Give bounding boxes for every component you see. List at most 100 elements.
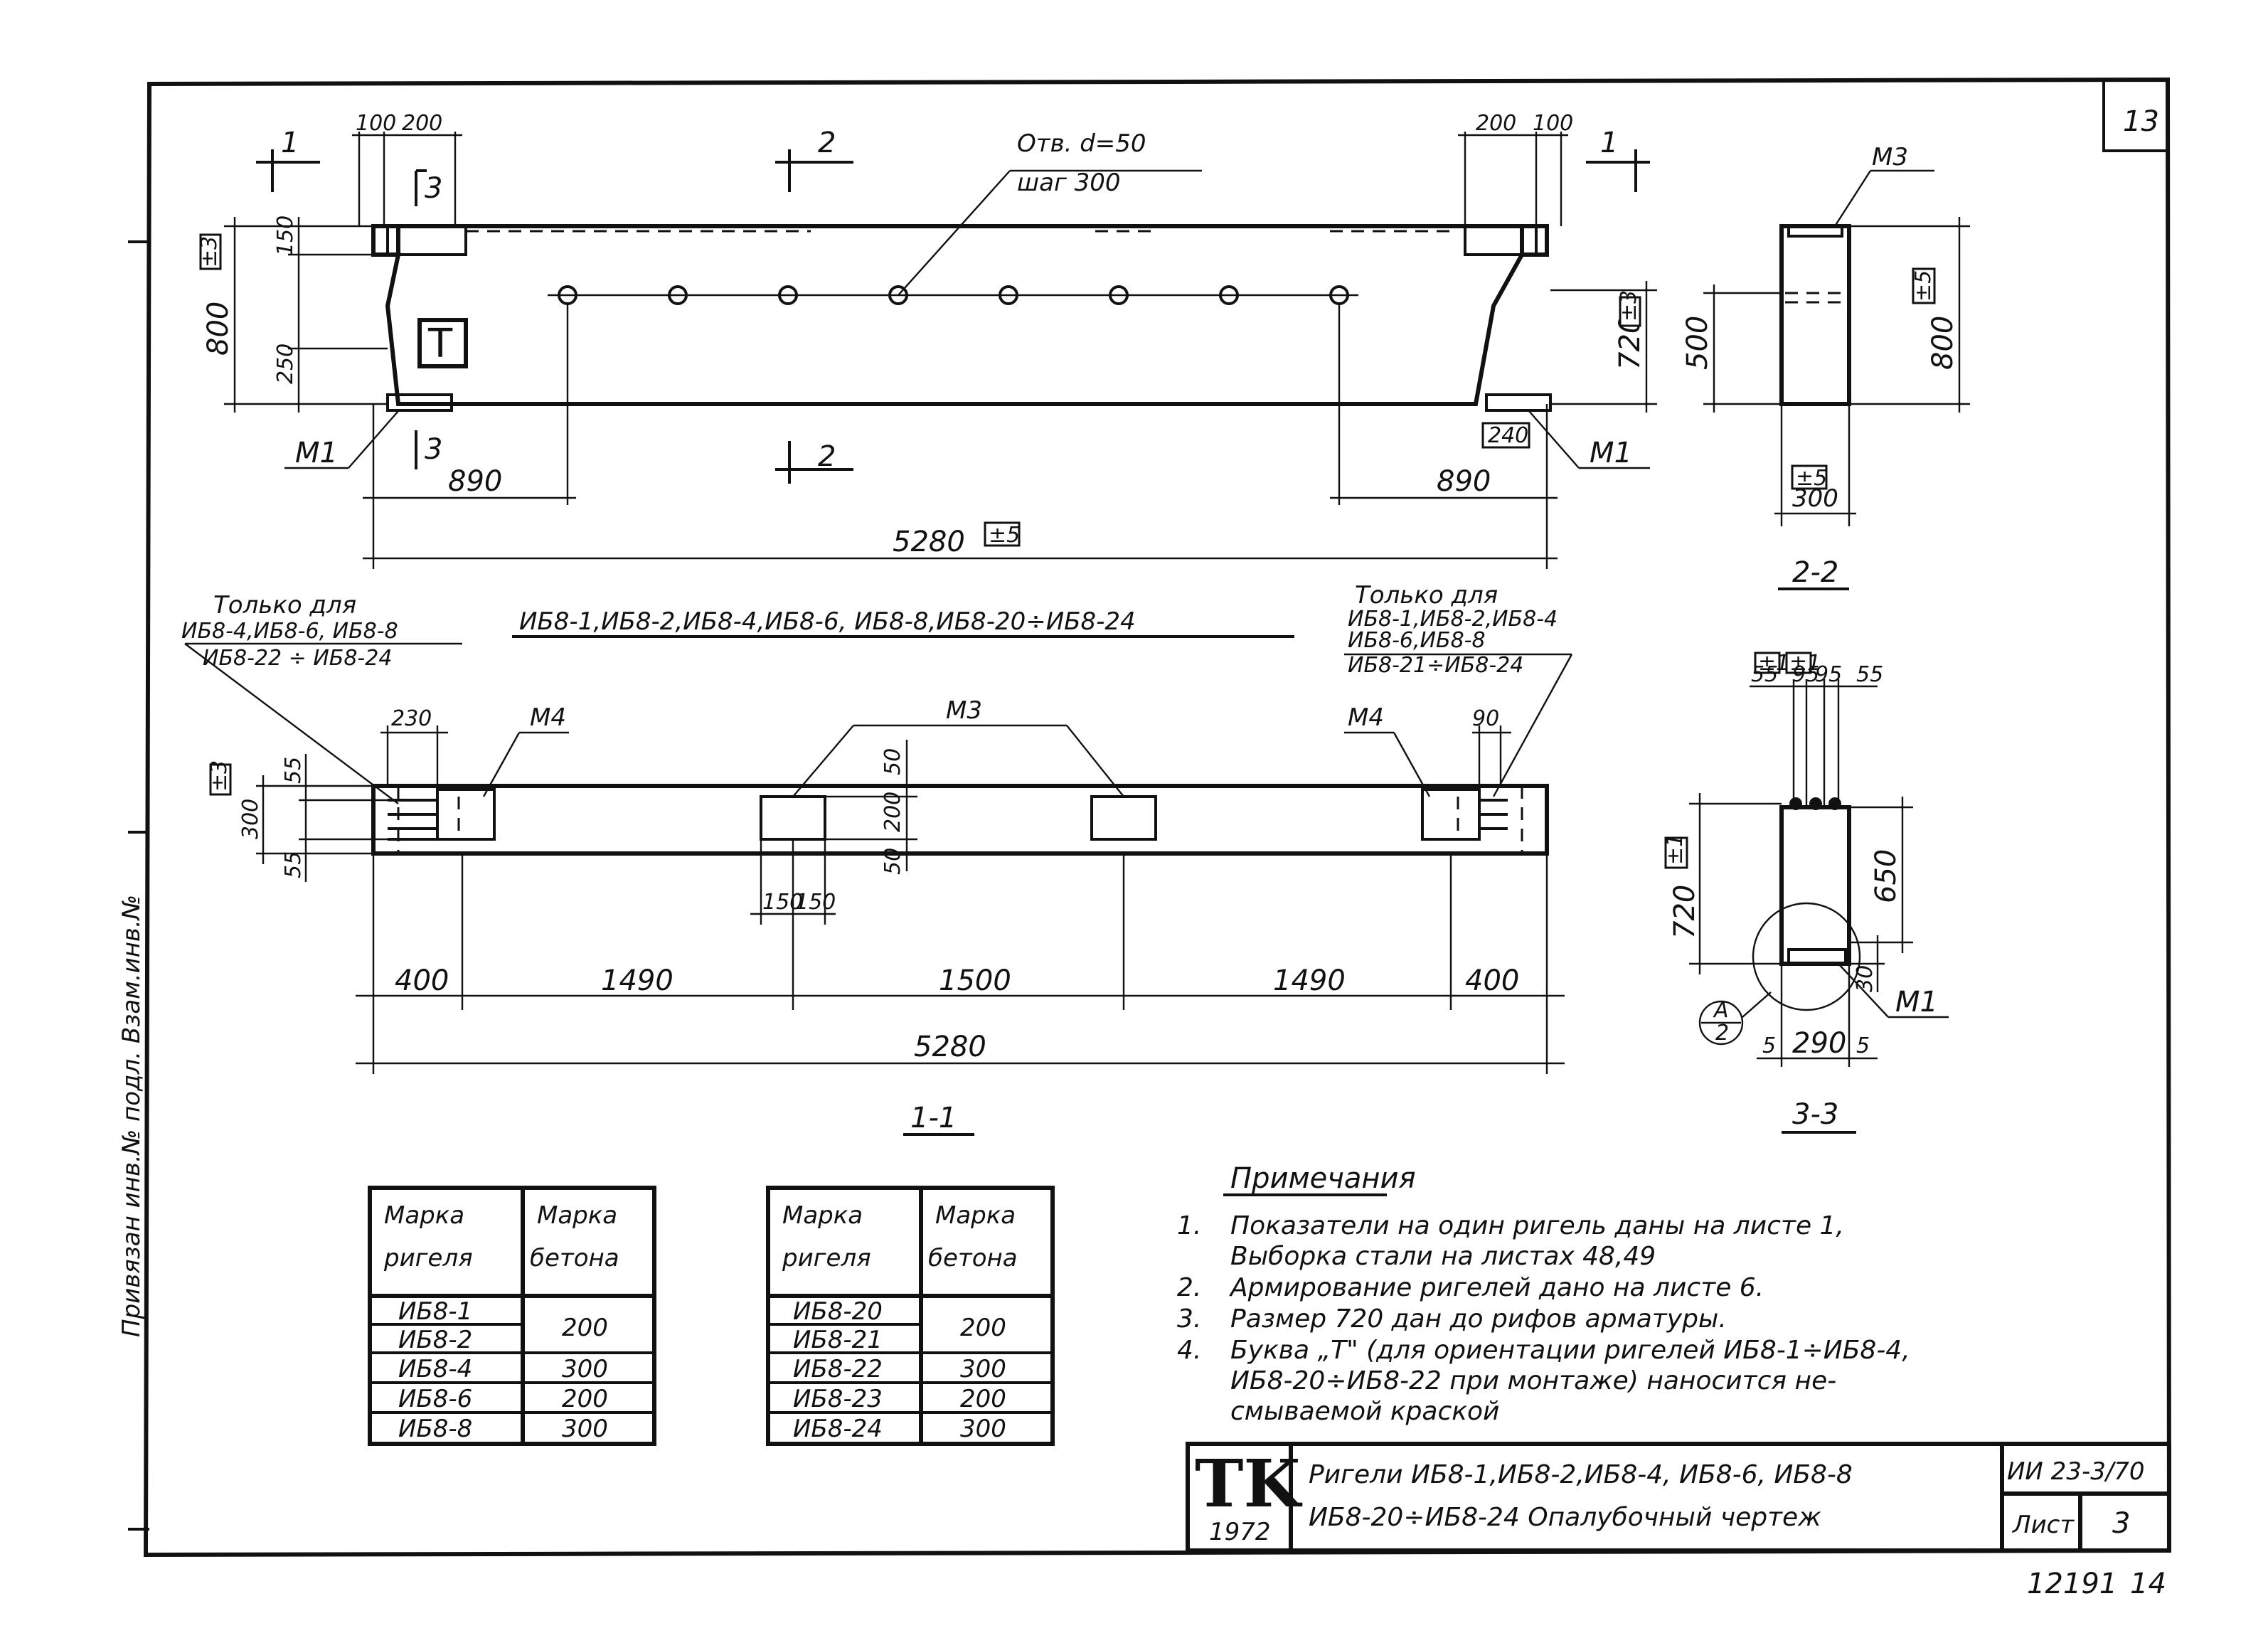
section-3-3-title: 3-3	[1792, 1098, 1838, 1131]
document-code: ИИ 23-3/70	[2007, 1457, 2145, 1486]
dim-240: 240	[1488, 423, 1528, 448]
table-left-header-mark-l1: Марка	[384, 1201, 464, 1230]
table-right-row-concrete: 200	[960, 1385, 1006, 1413]
section-mark-1-right: 1	[1600, 127, 1618, 159]
dim-95-3-3-right: 95	[1815, 662, 1842, 687]
corner-sheet-number: 13	[2123, 105, 2159, 138]
note-1-number: 1.	[1177, 1211, 1201, 1240]
section-mark-3-bottom: 3	[425, 433, 442, 466]
label-m1-front-right: M1	[1590, 437, 1632, 469]
tolerance-3-3-c: ±1	[1663, 834, 1688, 865]
table-right-row-mark: ИБ8-23	[793, 1385, 883, 1413]
tolerance-plan: ±3	[207, 760, 232, 792]
dim-50-top: 50	[880, 748, 905, 775]
left-note-line3: ИБ8-22 ÷ ИБ8-24	[203, 646, 392, 671]
dim-400-left: 400	[395, 964, 449, 997]
dim-5-right: 5	[1856, 1033, 1870, 1058]
left-note-line1: Только для	[213, 591, 356, 619]
dim-55-top: 55	[281, 757, 306, 784]
note-1-line2: Выборка стали на листах 48,49	[1230, 1242, 1656, 1271]
tolerance-front-right: ±3	[1617, 290, 1641, 321]
section-2-2: M3 500 800 ±5 300 ±5 2-2	[1681, 143, 1970, 590]
dim-50-bottom: 50	[880, 848, 905, 875]
note-3-number: 3.	[1177, 1304, 1201, 1334]
dim-100-right: 100	[1533, 111, 1573, 136]
table-right-row-mark: ИБ8-21	[793, 1326, 883, 1354]
dim-150: 150	[273, 216, 298, 256]
section-mark-3-top: 3	[425, 172, 442, 205]
front-view: T Отв. d=50 шаг 300 1 2 3 1 2 3	[197, 111, 1657, 569]
section-mark-1-left: 1	[281, 127, 299, 159]
dim-90: 90	[1472, 706, 1499, 731]
note-1-line1: Показатели на один ригель даны на листе …	[1230, 1211, 1844, 1240]
plan-series-label: ИБ8-1,ИБ8-2,ИБ8-4,ИБ8-6, ИБ8-8,ИБ8-20÷ИБ…	[519, 607, 1136, 636]
right-note-line1: Только для	[1355, 581, 1498, 610]
dim-100-left: 100	[356, 111, 396, 136]
dim-5280-plan: 5280	[914, 1031, 986, 1063]
dim-400-right: 400	[1465, 964, 1519, 997]
note-4-line2: ИБ8-20÷ИБ8-22 при монтаже) наносится не-	[1230, 1366, 1836, 1395]
title-line-1: Ригели ИБ8-1,ИБ8-2,ИБ8-4, ИБ8-6, ИБ8-8	[1309, 1460, 1853, 1489]
sheet-label: Лист	[2011, 1511, 2075, 1539]
table-left-row-mark: ИБ8-1	[398, 1297, 472, 1326]
dim-55-3-3-right: 55	[1856, 662, 1883, 687]
sheet-number: 3	[2112, 1507, 2130, 1540]
dim-5280-front: 5280	[893, 526, 965, 558]
dim-1490-left: 1490	[601, 964, 674, 997]
note-4-number: 4.	[1177, 1336, 1201, 1365]
note-2-line1: Армирование ригелей дано на листе 6.	[1229, 1273, 1764, 1302]
table-left-header-concrete-l1: Марка	[537, 1201, 617, 1230]
section-2-2-title: 2-2	[1792, 556, 1838, 589]
table-left-row-mark: ИБ8-4	[398, 1355, 472, 1383]
label-m3-plan: M3	[946, 696, 982, 725]
table-right-row-mark: ИБ8-24	[793, 1415, 883, 1443]
table-right-row-concrete: 300	[960, 1415, 1006, 1443]
stamp-year: 1972	[1209, 1518, 1271, 1546]
tolerance-section-width: ±5	[1796, 466, 1827, 491]
table-right-row-concrete: 200	[960, 1314, 1006, 1342]
table-left-row-concrete: 300	[562, 1355, 608, 1383]
tolerance-3-3-a: ±1	[1758, 651, 1789, 676]
dim-200-left: 200	[402, 111, 442, 136]
right-note-line2: ИБ8-1,ИБ8-2,ИБ8-4	[1348, 607, 1558, 632]
table-right-header-concrete-l1: Марка	[935, 1201, 1016, 1230]
dim-200-right: 200	[1476, 111, 1516, 136]
dim-890-right: 890	[1437, 465, 1491, 498]
dim-95-3-3-left: 95	[1792, 662, 1819, 687]
dim-150-b: 150	[795, 890, 836, 915]
label-m4-left: M4	[530, 703, 566, 732]
orientation-letter-t: T	[427, 321, 453, 367]
notes-heading: Примечания	[1230, 1162, 1416, 1195]
dim-5-left: 5	[1762, 1033, 1776, 1058]
dim-720-3-3: 720	[1668, 885, 1701, 939]
table-left-header-concrete-l2: бетона	[530, 1244, 619, 1272]
tolerance-front-left: ±3	[197, 236, 222, 267]
label-m3-section: M3	[1872, 143, 1908, 171]
hole-row	[548, 285, 1358, 305]
dim-1500: 1500	[939, 964, 1011, 997]
dim-200-plan: 200	[880, 792, 905, 832]
left-note-line2: ИБ8-4,ИБ8-6, ИБ8-8	[181, 619, 398, 644]
callout-a: A	[1713, 998, 1729, 1023]
plan-1-1-title: 1-1	[910, 1102, 957, 1134]
table-right-row-mark: ИБ8-20	[793, 1297, 883, 1326]
stamp-tk: TK	[1195, 1445, 1302, 1522]
table-left-row-concrete: 200	[562, 1314, 608, 1342]
table-left-row-concrete: 200	[562, 1385, 608, 1413]
label-m1-front-left: M1	[295, 437, 338, 469]
hole-note-diameter: Отв. d=50	[1017, 129, 1146, 158]
table-left-header-mark-l2: ригеля	[383, 1244, 473, 1272]
section-mark-2-bottom: 2	[818, 440, 836, 473]
archive-page: 14	[2130, 1568, 2166, 1600]
note-4-line1: Буква „Т" (для ориентации ригелей ИБ8-1÷…	[1230, 1336, 1910, 1365]
table-right-row-mark: ИБ8-22	[793, 1355, 883, 1383]
dim-300-plan: 300	[238, 799, 263, 839]
dim-55-3-3-left: 55	[1751, 662, 1778, 687]
table-right-header-concrete-l2: бетона	[928, 1244, 1018, 1272]
section-mark-2-top: 2	[818, 127, 836, 159]
left-margin-text: Привязан инв.№ подл. Взам.инв.№	[117, 895, 146, 1337]
table-right-row-concrete: 300	[960, 1355, 1006, 1383]
table-left-row-mark: ИБ8-8	[398, 1415, 472, 1443]
table-right: Марка ригеля Марка бетона ИБ8-20 ИБ8-21 …	[766, 1186, 1055, 1446]
